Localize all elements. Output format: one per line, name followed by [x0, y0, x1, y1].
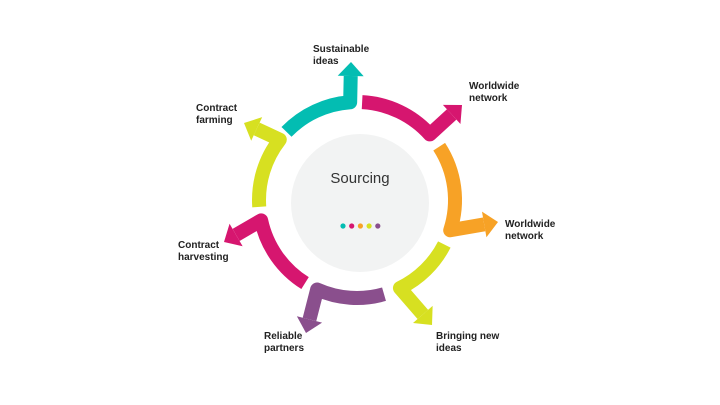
arc-contract-farming — [252, 122, 287, 208]
color-dot — [366, 223, 372, 229]
arc-worldwide-network-2 — [433, 142, 486, 238]
arrowhead-worldwide-network-2 — [481, 211, 498, 238]
arc-contract-harvesting — [232, 213, 309, 290]
arrowhead-bringing-new-ideas — [413, 305, 433, 325]
arc-reliable-partners — [302, 282, 386, 322]
arrowhead-contract-harvesting — [224, 223, 243, 247]
segment-worldwide-network-1 — [361, 95, 462, 142]
segment-reliable-partners — [296, 282, 386, 333]
color-dot — [340, 223, 346, 229]
arc-worldwide-network-1 — [361, 95, 457, 142]
arrowhead-worldwide-network-1 — [442, 104, 462, 125]
arrowhead-sustainable-ideas — [337, 62, 364, 77]
center-title: Sourcing — [330, 170, 390, 187]
color-dot — [375, 223, 381, 229]
segment-bringing-new-ideas — [392, 241, 451, 325]
arrowhead-reliable-partners — [296, 316, 323, 333]
color-dot — [349, 223, 355, 229]
arc-sustainable-ideas — [281, 75, 358, 137]
arc-bringing-new-ideas — [392, 241, 451, 320]
center-circle — [291, 134, 429, 272]
segment-contract-harvesting — [224, 213, 309, 290]
segment-worldwide-network-2 — [433, 142, 498, 238]
color-dot — [357, 223, 363, 229]
segment-sustainable-ideas — [281, 62, 364, 137]
segment-contract-farming — [244, 117, 287, 208]
arrowhead-contract-farming — [244, 117, 263, 141]
